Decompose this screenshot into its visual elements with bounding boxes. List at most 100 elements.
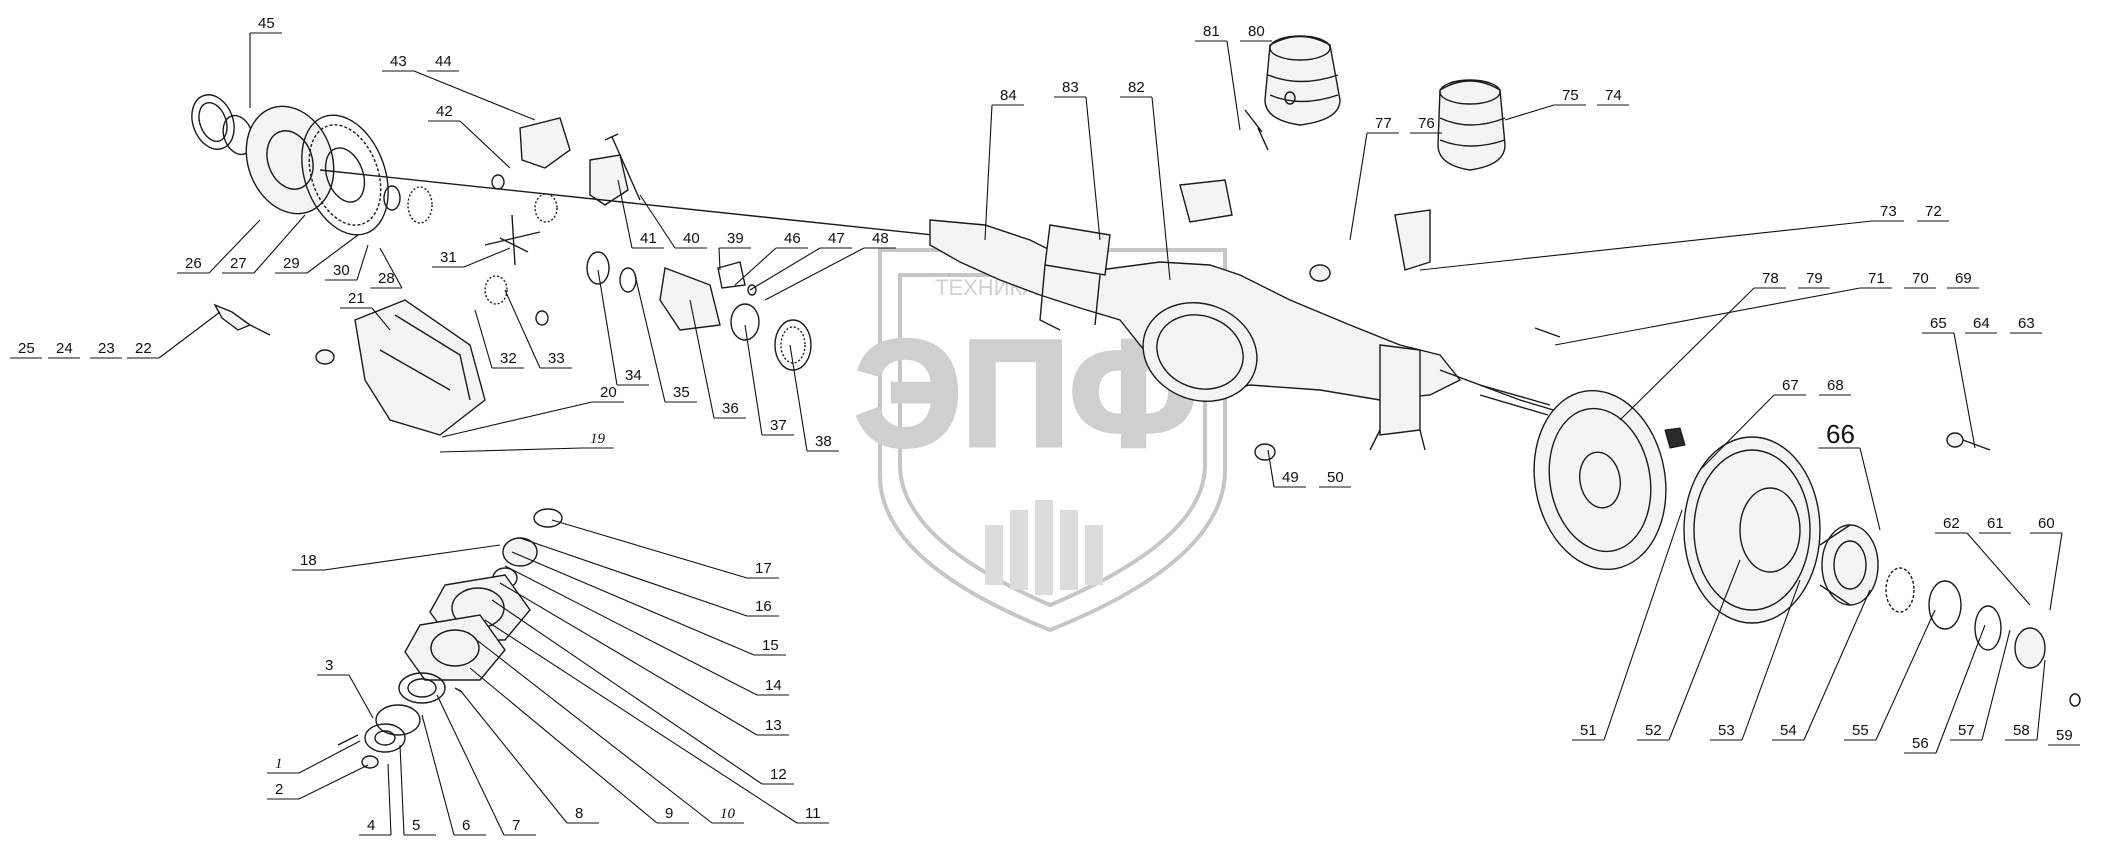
callout-underline-27 bbox=[222, 214, 306, 274]
callout-label-6: 6 bbox=[462, 817, 470, 834]
callout-underline-19 bbox=[439, 447, 614, 453]
callout-label-27: 27 bbox=[230, 255, 247, 272]
callout-underline-83 bbox=[1054, 96, 1101, 241]
callout-label-75: 75 bbox=[1562, 87, 1579, 104]
air-springs bbox=[1244, 35, 1506, 171]
callout-underline-9 bbox=[469, 667, 689, 824]
callout-label-59: 59 bbox=[2056, 727, 2073, 744]
callout-label-57: 57 bbox=[1958, 722, 1975, 739]
callout-underline-40 bbox=[639, 194, 707, 249]
callout-label-4: 4 bbox=[367, 817, 375, 834]
callout-label-19: 19 bbox=[590, 431, 606, 447]
callout-label-76: 76 bbox=[1418, 115, 1435, 132]
callout-underline-78 bbox=[1619, 287, 1786, 421]
callout-label-77: 77 bbox=[1375, 115, 1392, 132]
callout-underline-43 bbox=[382, 70, 536, 121]
callout-label-8: 8 bbox=[575, 805, 583, 822]
callout-label-51: 51 bbox=[1580, 722, 1597, 739]
callout-label-73: 73 bbox=[1880, 203, 1897, 220]
callout-label-2: 2 bbox=[275, 781, 283, 798]
callout-label-11: 11 bbox=[805, 805, 821, 822]
callout-label-67: 67 bbox=[1782, 377, 1799, 394]
callout-label-7: 7 bbox=[512, 817, 520, 834]
callout-label-12: 12 bbox=[770, 766, 787, 783]
callout-label-66: 66 bbox=[1826, 419, 1855, 449]
callout-underline-82 bbox=[1120, 96, 1171, 281]
callout-underline-49 bbox=[1267, 449, 1306, 488]
callout-label-33: 33 bbox=[548, 350, 565, 367]
callout-label-47: 47 bbox=[828, 230, 845, 247]
callout-label-43: 43 bbox=[390, 53, 407, 70]
callout-underline-41 bbox=[617, 179, 664, 249]
callout-label-62: 62 bbox=[1943, 515, 1960, 532]
callout-label-24: 24 bbox=[56, 340, 73, 357]
callout-underline-58 bbox=[2005, 659, 2046, 741]
callout-label-15: 15 bbox=[762, 637, 779, 654]
callout-label-70: 70 bbox=[1912, 270, 1929, 287]
callout-label-50: 50 bbox=[1327, 469, 1344, 486]
wheel-end-parts bbox=[1479, 327, 2081, 707]
callout-label-79: 79 bbox=[1806, 270, 1823, 287]
callout-underline-21 bbox=[340, 307, 391, 331]
callout-label-40: 40 bbox=[683, 230, 700, 247]
callout-label-28: 28 bbox=[378, 270, 395, 287]
callout-underline-5 bbox=[399, 744, 436, 836]
callout-label-56: 56 bbox=[1912, 735, 1929, 752]
callout-underline-46 bbox=[734, 247, 808, 286]
callout-underline-55 bbox=[1844, 609, 1936, 741]
callout-underline-42 bbox=[428, 120, 511, 169]
callout-label-5: 5 bbox=[412, 817, 420, 834]
callout-label-37: 37 bbox=[770, 417, 787, 434]
callout-label-49: 49 bbox=[1282, 469, 1299, 486]
callout-label-20: 20 bbox=[600, 384, 617, 401]
callout-underline-7 bbox=[436, 694, 536, 836]
callout-label-65: 65 bbox=[1930, 315, 1947, 332]
callout-label-45: 45 bbox=[258, 15, 275, 32]
callout-underline-14 bbox=[504, 565, 789, 696]
callout-underline-33 bbox=[504, 289, 572, 369]
callout-underline-51 bbox=[1572, 509, 1683, 741]
callout-label-39: 39 bbox=[727, 230, 744, 247]
callout-underline-12 bbox=[491, 599, 794, 785]
callout-label-81: 81 bbox=[1203, 23, 1220, 40]
differential-parts bbox=[191, 94, 981, 436]
callout-underline-26 bbox=[177, 219, 261, 274]
callout-underline-3 bbox=[317, 674, 374, 719]
callout-label-63: 63 bbox=[2018, 315, 2035, 332]
callout-underline-73 bbox=[1419, 220, 1904, 271]
callout-underline-22 bbox=[127, 311, 221, 359]
callout-underline-57 bbox=[1950, 629, 2011, 741]
callout-label-68: 68 bbox=[1827, 377, 1844, 394]
callout-label-32: 32 bbox=[500, 350, 517, 367]
callout-underline-4 bbox=[359, 763, 392, 836]
callout-label-54: 54 bbox=[1780, 722, 1797, 739]
callout-label-38: 38 bbox=[815, 433, 832, 450]
callout-label-31: 31 bbox=[440, 249, 457, 266]
callout-label-41: 41 bbox=[640, 230, 657, 247]
callout-label-74: 74 bbox=[1605, 87, 1622, 104]
callout-underline-16 bbox=[519, 537, 779, 617]
callout-underline-10 bbox=[477, 640, 744, 824]
callout-underline-84 bbox=[984, 104, 1024, 241]
callout-underline-38 bbox=[789, 344, 839, 452]
callout-label-69: 69 bbox=[1955, 270, 1972, 287]
callout-label-44: 44 bbox=[435, 53, 452, 70]
callout-label-23: 23 bbox=[98, 340, 115, 357]
callout-label-34: 34 bbox=[625, 367, 642, 384]
pinion-housing-parts bbox=[337, 508, 563, 769]
callout-underline-56 bbox=[1904, 624, 1986, 754]
callout-label-22: 22 bbox=[135, 340, 152, 357]
callout-label-53: 53 bbox=[1718, 722, 1735, 739]
callout-underline-37 bbox=[744, 324, 794, 436]
callout-leaders bbox=[10, 32, 2080, 836]
callout-underline-32 bbox=[474, 309, 524, 369]
callout-underline-48 bbox=[764, 247, 896, 301]
callout-label-84: 84 bbox=[1000, 87, 1017, 104]
callout-label-35: 35 bbox=[673, 384, 690, 401]
callout-label-71: 71 bbox=[1868, 270, 1885, 287]
callout-underline-45 bbox=[249, 32, 282, 108]
callout-label-30: 30 bbox=[333, 262, 350, 279]
callout-underline-81 bbox=[1195, 40, 1241, 131]
